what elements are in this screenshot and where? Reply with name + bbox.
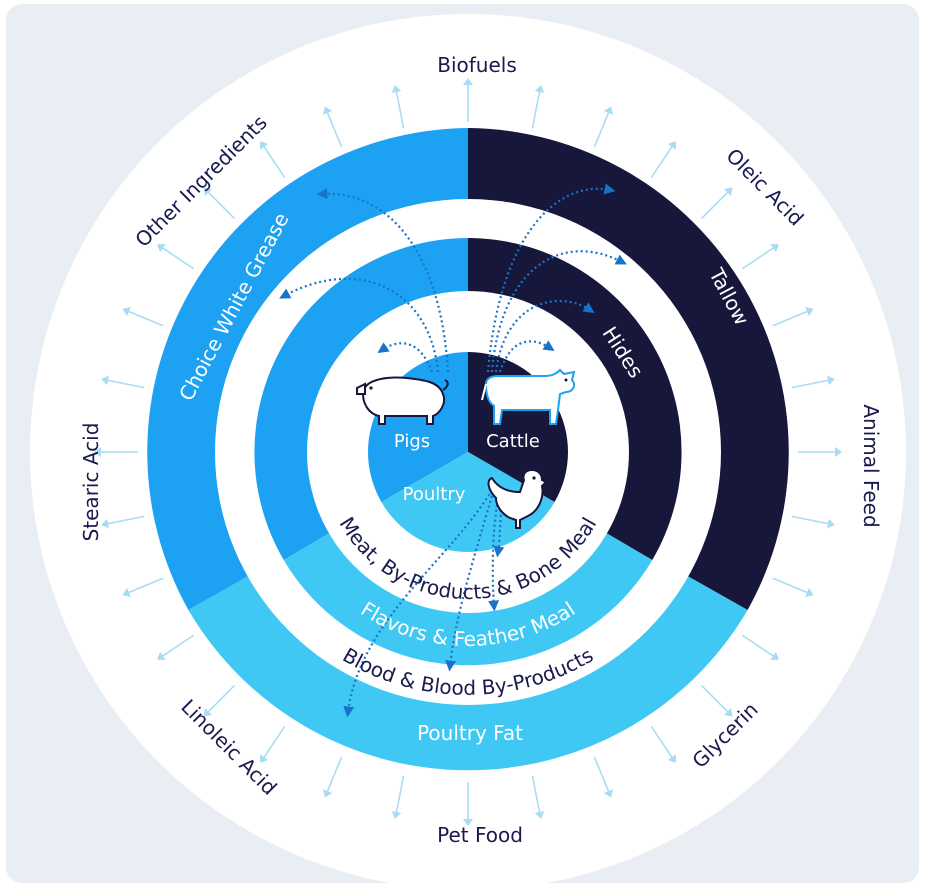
arrow-icon xyxy=(531,88,541,129)
arrow-head-icon xyxy=(122,587,131,598)
pig-icon xyxy=(356,376,449,425)
arrow-icon xyxy=(325,756,343,795)
arrow-icon xyxy=(741,634,777,659)
arrow-icon xyxy=(593,109,611,148)
arrow-icon xyxy=(261,143,286,179)
arrow-head-icon xyxy=(534,810,545,819)
arrow-icon xyxy=(104,515,145,525)
dotted-flow-arrows xyxy=(279,183,627,718)
arrow-head-icon xyxy=(534,85,545,94)
outer-arrows xyxy=(94,78,842,826)
outer-label-biofuels: Biofuels xyxy=(437,53,517,77)
arrow-icon xyxy=(205,189,236,220)
arrow-icon xyxy=(791,379,832,389)
arrow-icon xyxy=(700,684,731,715)
arrow-head-icon xyxy=(805,587,814,598)
arrow-icon xyxy=(700,189,731,220)
arrow-icon xyxy=(531,775,541,816)
arrow-icon xyxy=(125,577,164,595)
cow-icon xyxy=(481,368,576,425)
arrow-head-icon xyxy=(101,518,110,529)
arrow-head-icon xyxy=(101,375,110,386)
arrow-icon xyxy=(741,245,777,270)
arrow-icon xyxy=(593,756,611,795)
arrow-head-icon xyxy=(723,187,733,197)
arrow-head-icon xyxy=(667,141,677,150)
core-poultry-sector xyxy=(381,452,555,552)
arrow-icon xyxy=(261,725,286,761)
arrow-icon xyxy=(772,577,811,595)
arrow-head-icon xyxy=(322,789,333,798)
arrow-icon xyxy=(159,245,195,270)
outer-label-stearic-acid: Stearic Acid xyxy=(79,423,103,542)
arrow-head-icon xyxy=(203,187,213,197)
arrow-head-icon xyxy=(835,447,842,457)
arrow-head-icon xyxy=(667,754,677,763)
arrow-icon xyxy=(104,379,145,389)
outer-label-animal-feed: Animal Feed xyxy=(859,404,883,527)
arrow-head-icon xyxy=(157,243,166,253)
arrow-icon xyxy=(325,109,343,148)
arrow-head-icon xyxy=(391,85,402,94)
arrow-head-icon xyxy=(805,306,814,317)
arrow-head-icon xyxy=(770,651,779,661)
arrow-head-icon xyxy=(157,651,166,661)
core-label-cattle: Cattle xyxy=(486,431,540,452)
arrow-icon xyxy=(791,515,832,525)
arrow-icon xyxy=(395,88,405,129)
outer-label-pet-food: Pet Food xyxy=(437,823,523,847)
arrow-head-icon xyxy=(259,141,269,150)
chicken-icon xyxy=(487,468,548,529)
arrow-head-icon xyxy=(826,518,835,529)
arrow-icon xyxy=(650,143,675,179)
arrow-head-icon xyxy=(259,754,269,763)
arrow-head-icon xyxy=(391,810,402,819)
arrow-icon xyxy=(650,725,675,761)
arrow-head-icon xyxy=(603,789,614,798)
middle-ring-label-poultry-fat: Poultry Fat xyxy=(417,721,523,745)
arrow-head-icon xyxy=(826,375,835,386)
arrow-icon xyxy=(159,634,195,659)
arrow-icon xyxy=(395,775,405,816)
arrow-head-icon xyxy=(322,106,333,115)
core-label-pigs: Pigs xyxy=(394,431,430,452)
arrow-icon xyxy=(205,684,236,715)
arrow-head-icon xyxy=(770,243,779,253)
arrow-head-icon xyxy=(94,447,101,457)
arrow-head-icon xyxy=(603,106,614,115)
arrow-head-icon xyxy=(723,707,733,717)
core-label-poultry: Poultry xyxy=(403,484,466,505)
arrow-head-icon xyxy=(203,707,213,717)
arrow-head-icon xyxy=(463,78,473,85)
arrow-head-icon xyxy=(122,306,131,317)
arrow-head-icon xyxy=(463,819,473,826)
arrow-icon xyxy=(772,309,811,327)
arrow-icon xyxy=(125,309,164,327)
